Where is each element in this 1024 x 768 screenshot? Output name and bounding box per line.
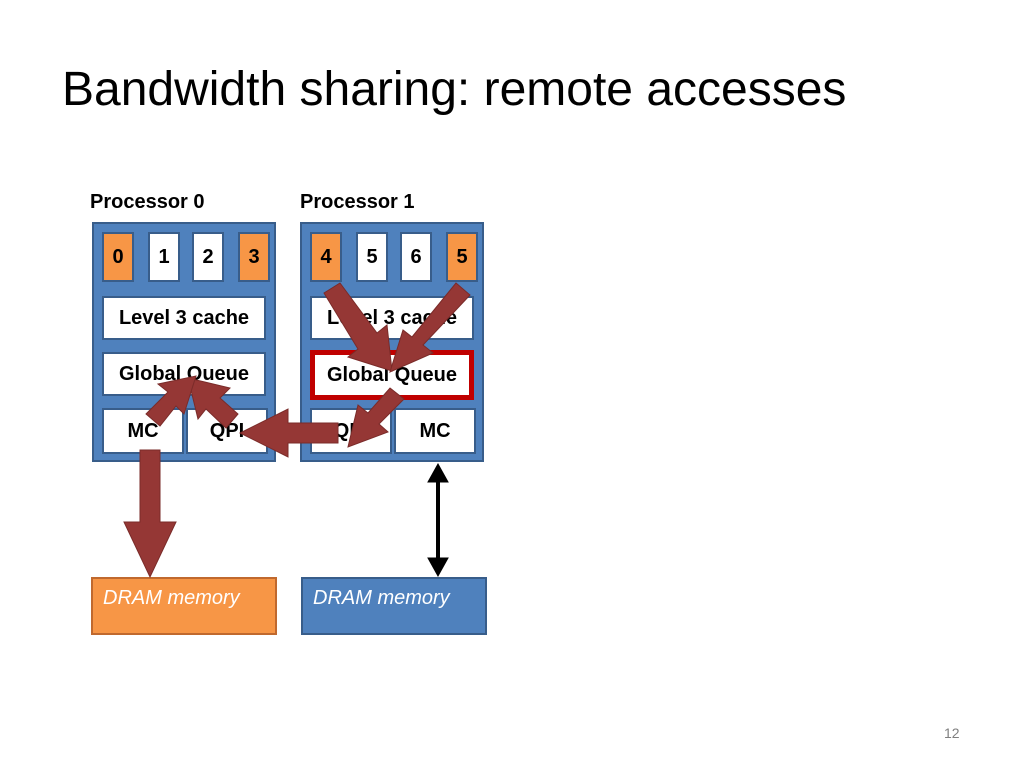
dram-memory-1: DRAM memory: [301, 577, 487, 635]
level3-cache-0: Level 3 cache: [102, 296, 266, 340]
global-queue-1: Global Queue: [310, 350, 474, 400]
core-0: 0: [102, 232, 134, 282]
memory-controller-0: MC: [102, 408, 184, 454]
level3-cache-1: Level 3 cache: [310, 296, 474, 340]
core-4: 4: [310, 232, 342, 282]
core-2: 2: [192, 232, 224, 282]
core-7: 5: [446, 232, 478, 282]
arrow-mc0-to-dram0: [123, 449, 177, 579]
dram-memory-0: DRAM memory: [91, 577, 277, 635]
qpi-1: QPI: [310, 408, 392, 454]
global-queue-0: Global Queue: [102, 352, 266, 396]
memory-controller-1: MC: [394, 408, 476, 454]
double-arrow-mc1-dram1: [427, 462, 449, 578]
processor-0-label: Processor 0: [90, 191, 205, 213]
core-5: 5: [356, 232, 388, 282]
processor-0: 0 1 2 3 Level 3 cache Global Queue MC QP…: [92, 222, 276, 462]
core-6: 6: [400, 232, 432, 282]
core-3: 3: [238, 232, 270, 282]
processor-1-label: Processor 1: [300, 191, 415, 213]
slide-title: Bandwidth sharing: remote accesses: [62, 63, 847, 116]
page-number: 12: [944, 725, 960, 741]
core-1: 1: [148, 232, 180, 282]
qpi-0: QPI: [186, 408, 268, 454]
processor-1: 4 5 6 5 Level 3 cache Global Queue QPI M…: [300, 222, 484, 462]
